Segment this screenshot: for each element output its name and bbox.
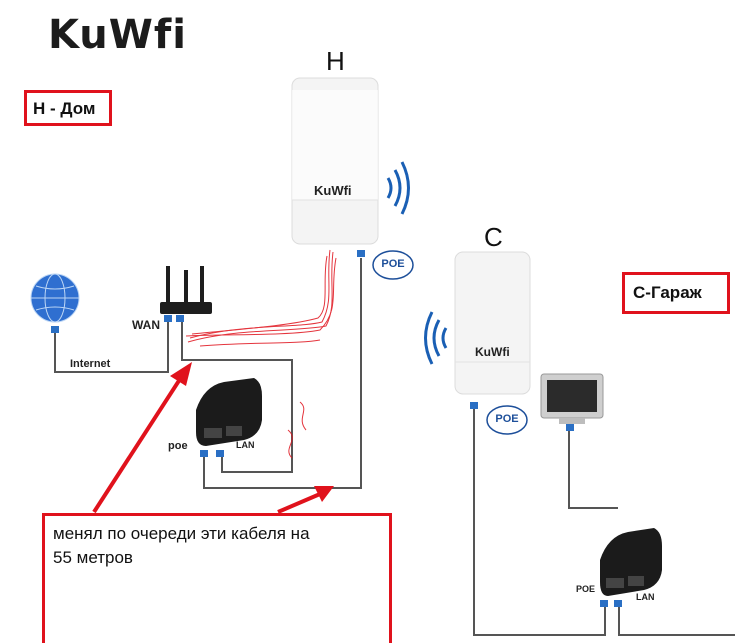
garage-lan-cable <box>618 606 735 636</box>
globe-icon <box>30 273 80 323</box>
garage-ap-letter: C <box>484 222 503 252</box>
injector-to-ap-cable <box>203 258 362 489</box>
garage-poe-bubble-label: POE <box>495 413 519 425</box>
port-markers <box>51 250 622 607</box>
home-ap-device <box>291 77 379 245</box>
monitor-cable <box>568 430 618 509</box>
garage-injector-lan-label: LAN <box>636 592 655 602</box>
note-line-1: менял по очереди эти кабеля на <box>53 524 310 543</box>
garage-poe-injector-icon <box>600 528 662 596</box>
home-signal-icon <box>386 161 410 215</box>
wan-label: WAN <box>132 318 160 332</box>
garage-label-text: С-Гараж <box>633 283 702 302</box>
router-icon <box>160 266 212 314</box>
monitor-icon <box>540 373 604 424</box>
garage-label-box: С-Гараж <box>622 272 730 314</box>
red-squiggle-cable <box>185 249 337 459</box>
home-ap-logo: KuWfi <box>314 183 352 198</box>
cable-lines <box>54 258 735 636</box>
home-ap-letter: H <box>326 46 345 76</box>
garage-signal-icon <box>424 311 448 365</box>
arrow-left-shaft <box>92 374 184 514</box>
red-arrows <box>92 362 334 514</box>
note-line-2: 55 метров <box>53 548 133 567</box>
home-label-text: Н - Дом <box>33 99 96 118</box>
internet-cable <box>54 322 169 373</box>
garage-ap-logo: KuWfi <box>475 345 510 359</box>
garage-injector-poe-label: POE <box>576 584 596 594</box>
poe-bubbles <box>372 250 528 435</box>
internet-label: Internet <box>70 358 111 370</box>
arrow-left-head <box>170 362 192 386</box>
home-injector-poe-label: poe <box>168 440 188 452</box>
note-box: менял по очереди эти кабеля на 55 метров <box>42 513 392 643</box>
home-injector-lan-label: LAN <box>236 440 255 450</box>
arrow-right-head <box>314 486 334 502</box>
router-to-injector-cable <box>181 322 293 473</box>
garage-ap-cable <box>473 408 606 636</box>
home-poe-injector-icon <box>196 378 262 446</box>
arrow-right-shaft <box>277 492 321 514</box>
home-poe-bubble-label: POE <box>381 258 405 270</box>
brand-logo: KuWfi <box>48 12 188 58</box>
home-label-box: Н - Дом <box>24 90 112 126</box>
garage-ap-device <box>454 251 531 395</box>
